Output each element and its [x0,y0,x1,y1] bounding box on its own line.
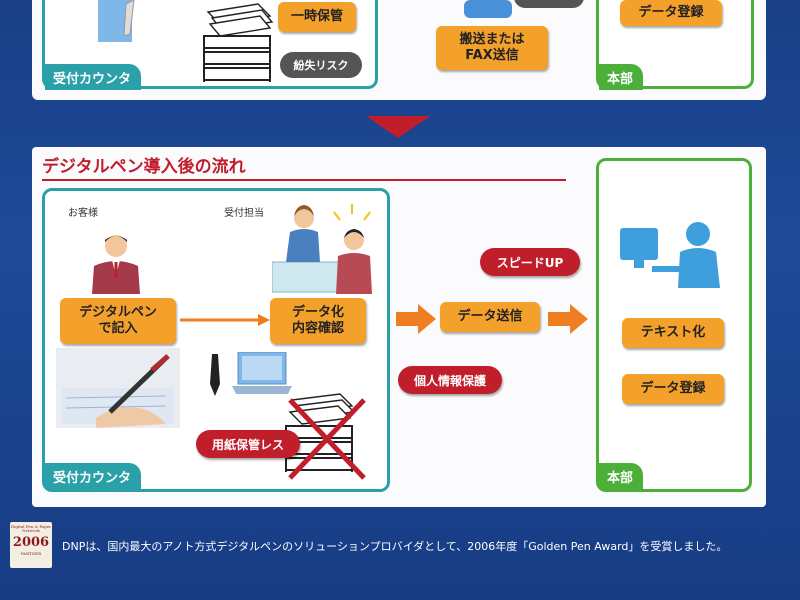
award-logo-year: 2006 [12,534,50,550]
paperless-badge: 用紙保管レス [196,430,300,458]
temp-storage-box: 一時保管 [278,2,356,32]
staff-label: 受付担当 [224,208,264,219]
footer-caption: DNPは、国内最大のアノト方式デジタルペンのソリューションプロバイダとして、20… [62,540,728,553]
pen-writing-photo [56,348,180,428]
award-logo-caption: Digital Pen & Paper Network [10,524,52,534]
privacy-badge: 個人情報保護 [398,366,502,394]
arrow-icon [180,314,270,326]
laptop-icon [232,352,292,394]
top-data-register-box: データ登録 [620,0,722,26]
award-logo: Digital Pen & Paper Network 2006 PARTNER [10,522,52,568]
hq-tab: 本部 [599,463,644,489]
write-with-pen-box: デジタルペン で記入 [60,298,176,344]
top-counter-tab: 受付カウンタ [45,64,142,90]
data-send-box: データ送信 [440,302,540,332]
paper-tray-icon [203,3,274,82]
page-title: デジタルペン導入後の流れ [42,152,566,181]
customer-figure-icon [92,235,140,294]
digitize-confirm-box: データ化 内容確認 [270,298,366,344]
top-grey-pill [514,0,584,8]
computer-user-icon [620,222,720,288]
data-register-box: データ登録 [622,374,724,404]
customer-label: お客様 [68,208,98,219]
block-arrow-icon [396,304,436,334]
reception-scene-icon [272,204,372,294]
speed-up-badge: スピードUP [480,248,580,276]
transport-box: 搬送または FAX送信 [436,26,548,70]
counter-tab: 受付カウンタ [45,463,142,489]
award-logo-sub: PARTNER [20,550,42,556]
document-icon [98,0,135,42]
person-icon [464,0,512,18]
down-arrow-icon [366,116,430,138]
digital-pen-icon [210,354,220,396]
top-hq-tab: 本部 [599,64,644,90]
paper-tray-crossed-icon [285,393,366,480]
text-convert-box: テキスト化 [622,318,724,348]
loss-risk-badge: 紛失リスク [280,52,362,78]
block-arrow-icon [548,304,588,334]
